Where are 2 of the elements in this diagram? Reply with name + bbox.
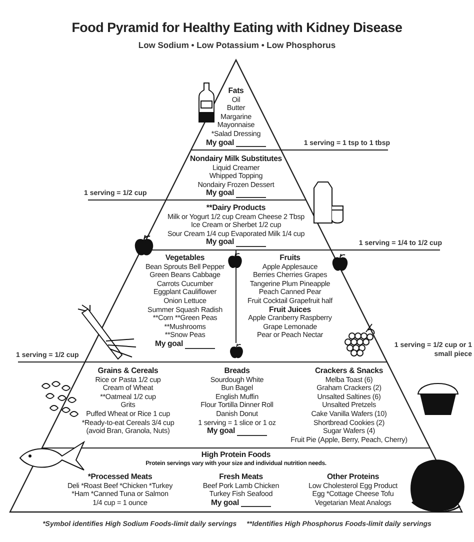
title: Food Pyramid for Healthy Eating with Kidney Disease [70,20,404,35]
subtitle: Low Sodium • Low Potassium • Low Phosphorus [137,40,337,50]
